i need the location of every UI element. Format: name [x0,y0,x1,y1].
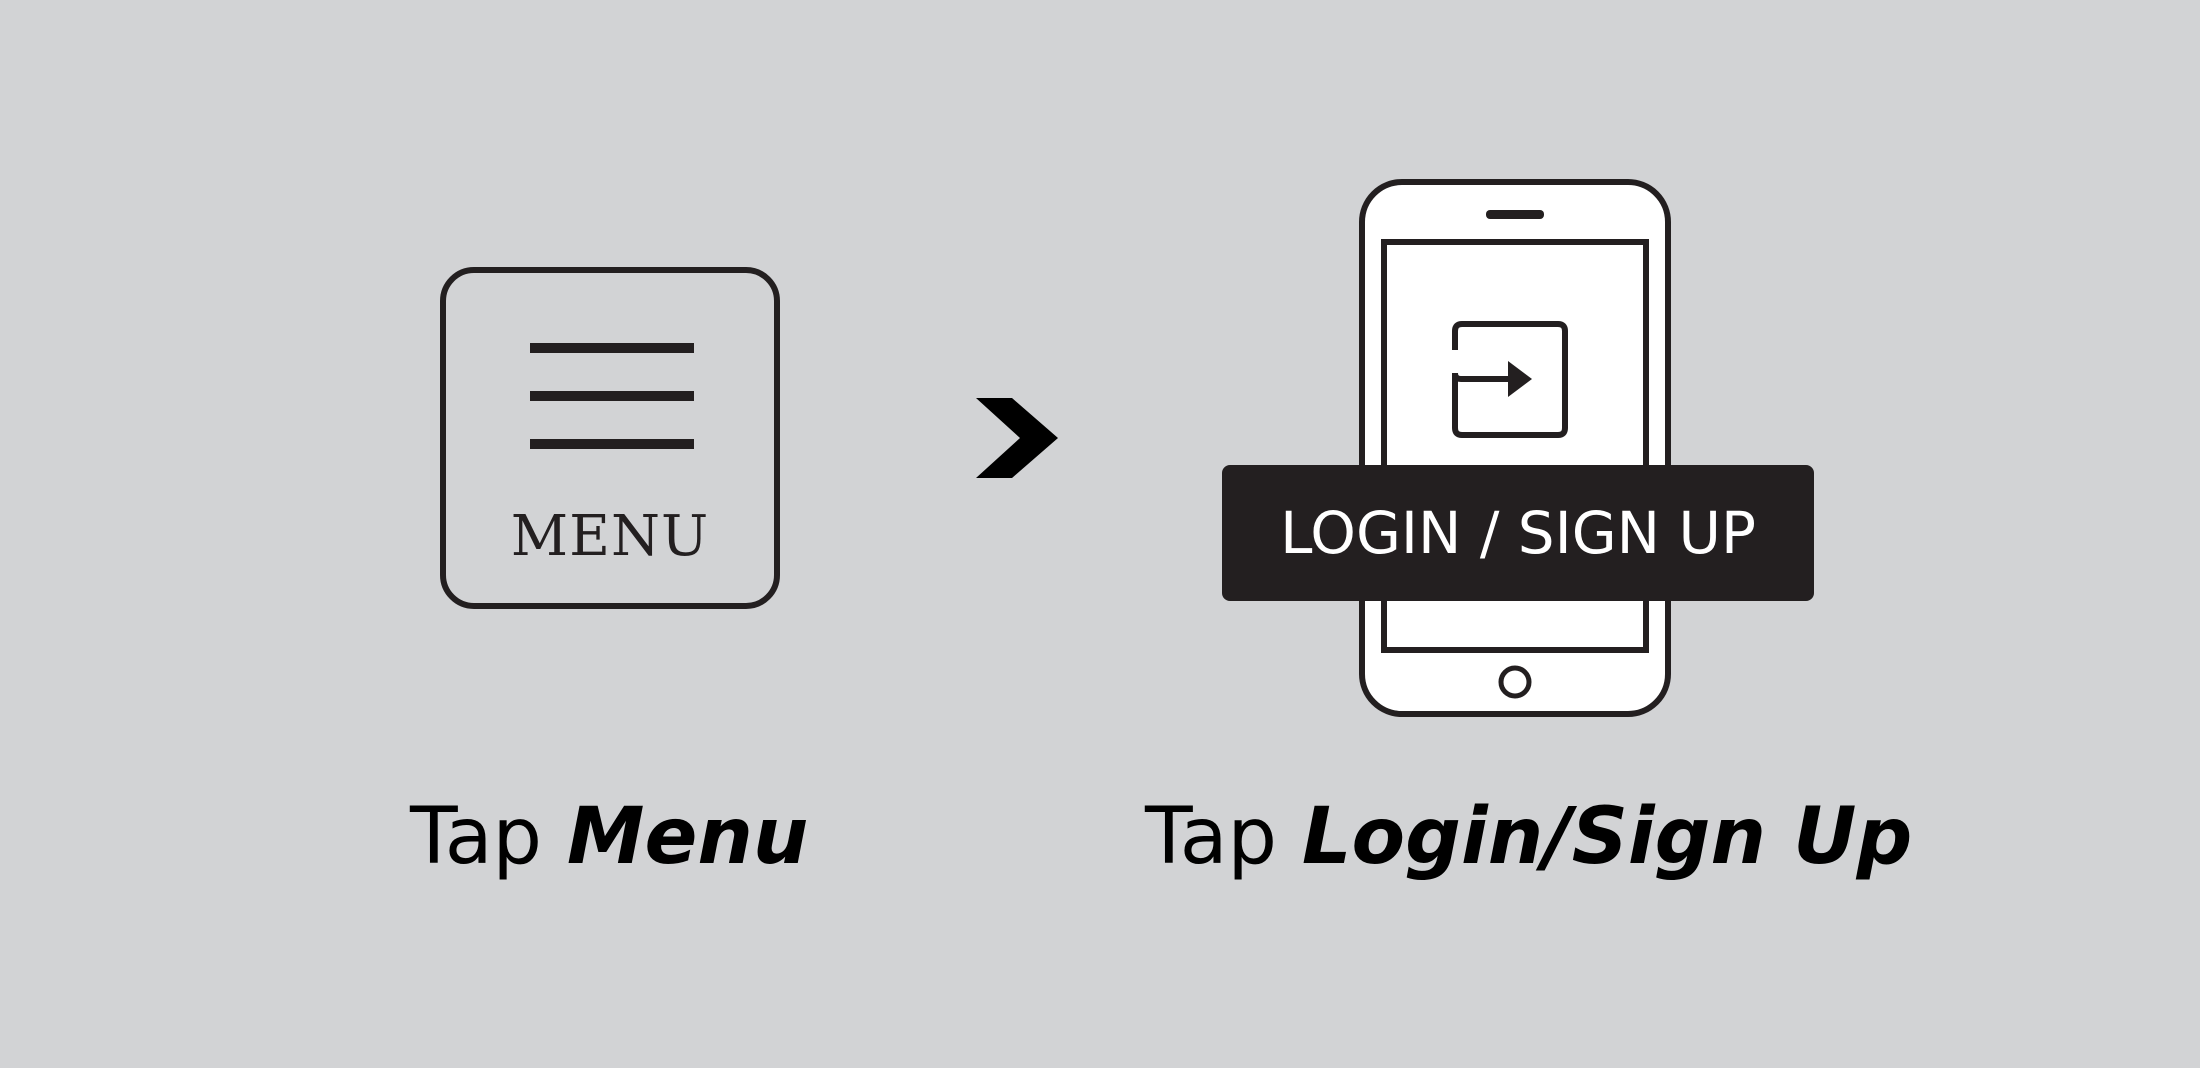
step2-caption-emphasis: Login/Sign Up [1301,792,1913,882]
hamburger-line-icon [530,343,694,353]
login-arrow-icon [1452,321,1568,438]
menu-button-icon: MENU [440,267,780,609]
hamburger-line-icon [530,391,694,401]
step1-caption-emphasis: Menu [566,792,809,882]
smartphone-icon [1359,179,1671,717]
step1-caption: Tap Menu [410,792,809,882]
menu-icon-label: MENU [510,504,710,569]
hamburger-line-icon [530,439,694,449]
step2-caption: Tap Login/Sign Up [1145,792,1913,882]
step2-caption-prefix: Tap [1145,792,1302,882]
step1-caption-prefix: Tap [410,792,567,882]
chevron-right-icon [976,398,1058,478]
login-signup-banner: LOGIN / SIGN UP [1222,465,1814,601]
